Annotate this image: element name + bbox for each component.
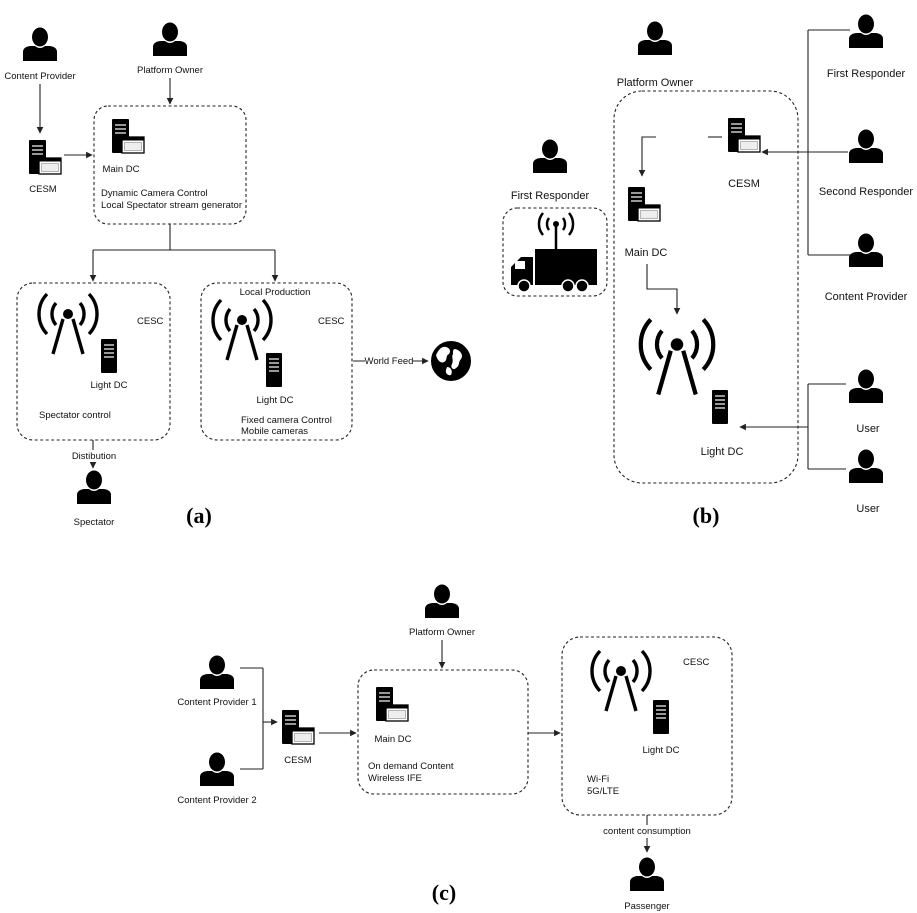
panel-c: Platform Owner Content Provider 1 Conten… <box>177 584 733 912</box>
cesc-label: CESC <box>683 657 710 668</box>
light-dc-server-icon <box>711 389 729 425</box>
panel-label-b: (b) <box>693 503 720 528</box>
person-icon <box>533 139 567 173</box>
spectator-control-label: Spectator control <box>39 410 111 421</box>
person-icon <box>849 129 883 163</box>
light-dc-label: Light DC <box>701 446 744 458</box>
local-production-label: Local Production <box>240 287 311 298</box>
cesm-server-icon <box>28 139 62 175</box>
person-icon <box>849 449 883 483</box>
panel-b: Platform Owner First Responder CESM Main… <box>502 14 914 528</box>
content-provider-label: Content Provider <box>825 291 908 303</box>
person-icon <box>200 655 234 689</box>
cesc-box <box>561 636 733 816</box>
fixed-camera-label: Fixed camera Control <box>241 415 332 426</box>
spectator-label: Spectator <box>74 517 115 528</box>
second-responder-label: Second Responder <box>819 186 914 198</box>
person-icon <box>200 752 234 786</box>
content-consumption-label: content consumption <box>603 826 691 837</box>
world-feed-label: World Feed <box>365 356 414 367</box>
arrow <box>646 264 681 315</box>
light-dc-left-label: Light DC <box>91 380 128 391</box>
antenna-icon <box>590 649 652 713</box>
lte-label: 5G/LTE <box>587 786 619 797</box>
cesc-right-box <box>200 282 353 441</box>
platform-owner-label: Platform Owner <box>617 77 694 89</box>
person-icon <box>630 857 664 891</box>
light-dc-server-icon <box>652 699 670 735</box>
cesm-server-icon <box>281 709 315 745</box>
wifi-label: Wi-Fi <box>587 774 609 785</box>
content-provider-1-label: Content Provider 1 <box>177 697 256 708</box>
cesm-label: CESM <box>29 184 57 195</box>
cesm-server-icon <box>727 117 761 153</box>
passenger-label: Passenger <box>624 901 669 912</box>
main-dc-server-icon <box>375 686 409 722</box>
platform-owner-label: Platform Owner <box>137 65 203 76</box>
main-dc-label: Main DC <box>625 247 668 259</box>
cesc-right-label: CESC <box>318 316 345 327</box>
person-icon <box>153 22 187 56</box>
panel-label-a: (a) <box>186 503 212 528</box>
main-text-2: Local Spectator stream generator <box>101 200 242 211</box>
light-dc-right-label: Light DC <box>257 395 294 406</box>
truck-icon <box>511 212 597 293</box>
panel-label-c: (c) <box>432 880 456 905</box>
on-demand-label: On demand Content <box>368 761 454 772</box>
wireless-ife-label: Wireless IFE <box>368 773 422 784</box>
cesm-label: CESM <box>728 178 760 190</box>
distibution-label: Distibution <box>72 451 116 462</box>
panel-a: Content Provider Platform Owner CESM Mai… <box>4 22 471 528</box>
arrow <box>638 136 656 177</box>
cesc-left-box <box>16 282 171 441</box>
main-dc-label: Main DC <box>375 734 412 745</box>
content-provider-label: Content Provider <box>4 71 75 82</box>
light-dc-server-icon <box>100 338 118 374</box>
person-icon <box>638 21 672 55</box>
person-icon <box>849 233 883 267</box>
person-icon <box>425 584 459 618</box>
light-dc-label: Light DC <box>643 745 680 756</box>
antenna-icon <box>211 298 273 362</box>
vehicle-box <box>502 207 608 297</box>
main-dc-server-icon <box>111 118 145 154</box>
content-provider-2-label: Content Provider 2 <box>177 795 256 806</box>
main-dc-server-icon <box>627 186 661 222</box>
main-text-1: Dynamic Camera Control <box>101 188 208 199</box>
user-1-label: User <box>856 423 880 435</box>
main-dc-box <box>357 669 529 795</box>
cesm-label: CESM <box>284 755 312 766</box>
person-icon <box>849 14 883 48</box>
first-responder-left-label: First Responder <box>511 190 590 202</box>
antenna-icon <box>37 292 99 356</box>
light-dc-server-icon <box>265 352 283 388</box>
main-dc-label: Main DC <box>103 164 140 175</box>
mobile-cameras-label: Mobile cameras <box>241 426 308 437</box>
globe-icon <box>431 341 471 381</box>
platform-box <box>613 90 799 484</box>
platform-owner-label: Platform Owner <box>409 627 475 638</box>
person-icon <box>23 27 57 61</box>
person-icon <box>849 369 883 403</box>
antenna-icon <box>641 320 714 395</box>
cesc-left-label: CESC <box>137 316 164 327</box>
person-icon <box>77 470 111 504</box>
first-responder-right-label: First Responder <box>827 68 906 80</box>
user-2-label: User <box>856 503 880 515</box>
